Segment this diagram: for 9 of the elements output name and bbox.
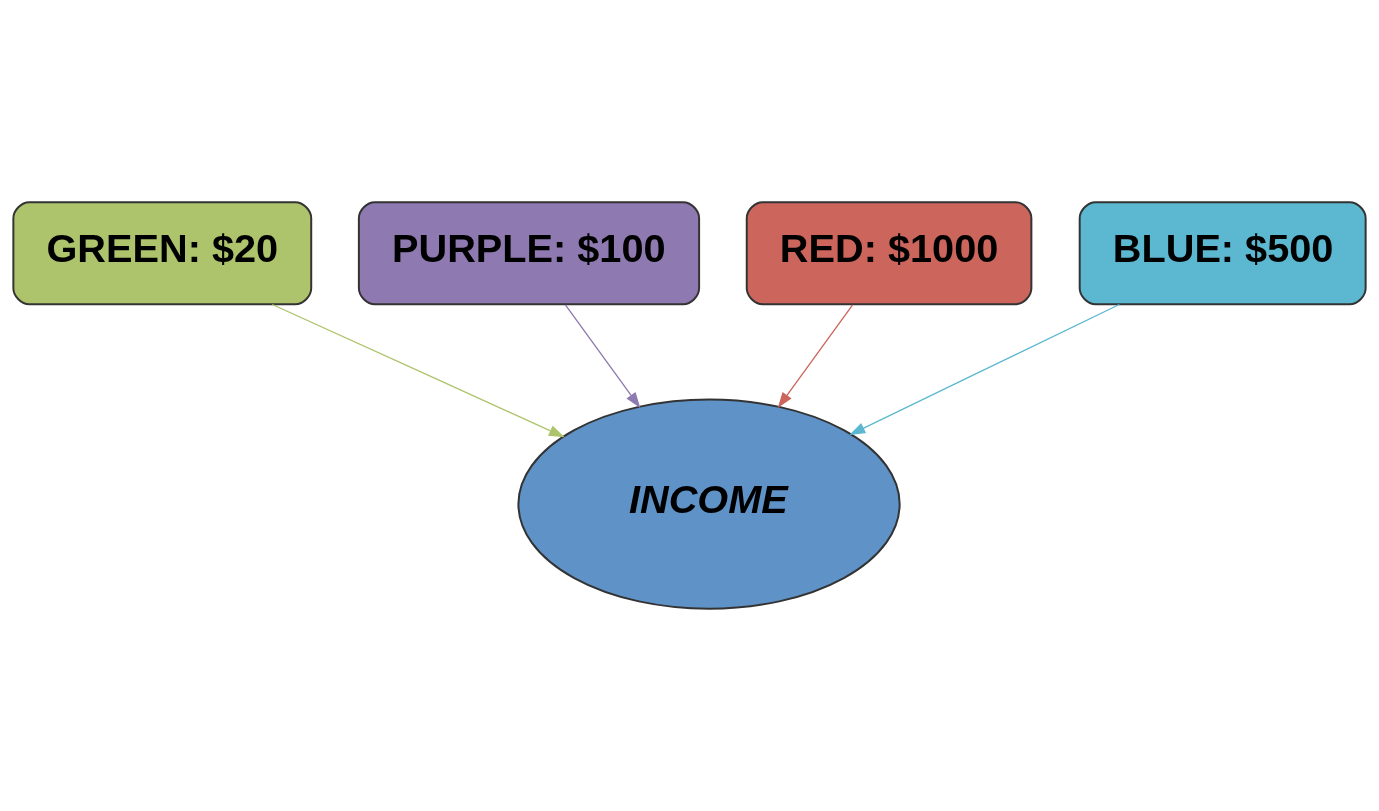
arrow xyxy=(271,303,565,438)
node-box: PURPLE: $100 xyxy=(357,201,701,306)
arrow xyxy=(849,303,1120,435)
node-box: RED: $1000 xyxy=(745,201,1033,306)
arrow xyxy=(564,304,641,409)
node-ellipse: INCOME xyxy=(517,398,901,610)
arrow xyxy=(777,304,854,409)
node-box: BLUE: $500 xyxy=(1078,201,1367,306)
node-box: GREEN: $20 xyxy=(12,201,313,306)
